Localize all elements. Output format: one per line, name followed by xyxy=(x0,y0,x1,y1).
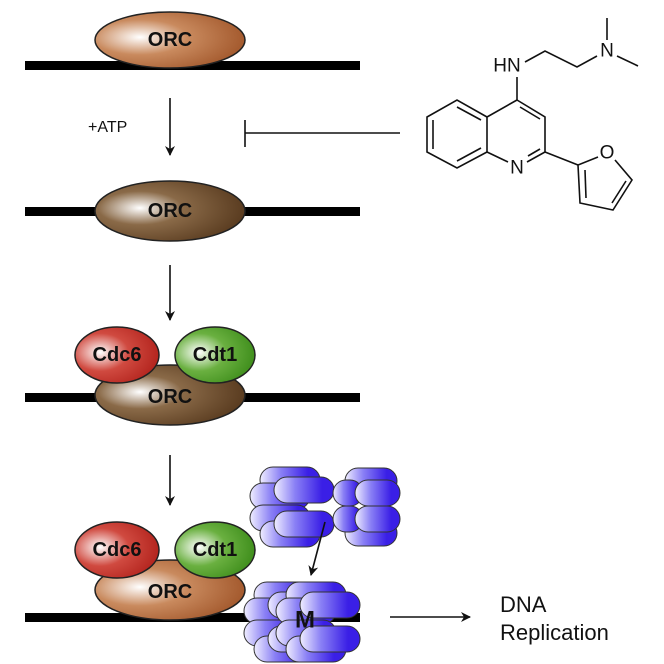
loading-arrow xyxy=(308,521,326,576)
mcm-double-hexamer: M xyxy=(244,582,360,662)
atp-label: +ATP xyxy=(88,119,127,136)
mcm-hexamer-free-open xyxy=(332,467,401,547)
inhibitor-molecule: HN N N O xyxy=(426,18,639,211)
atom-n-ring: N xyxy=(510,158,524,179)
orc-label: ORC xyxy=(148,200,192,222)
cdc6-label: Cdc6 xyxy=(93,539,142,561)
orc-label: ORC xyxy=(148,386,192,408)
atom-n-amine: N xyxy=(600,41,614,62)
cdc6-protein: Cdc6 xyxy=(74,521,160,579)
outcome-label-line1: DNA xyxy=(500,592,547,617)
orc-label: ORC xyxy=(148,29,192,51)
orc-complex-atp: ORC xyxy=(94,180,246,242)
cdc6-label: Cdc6 xyxy=(93,344,142,366)
cdc6-protein: Cdc6 xyxy=(74,326,160,384)
mcm-label: M xyxy=(295,607,315,634)
orc-complex: ORC xyxy=(94,11,246,69)
cdt1-label: Cdt1 xyxy=(193,539,237,561)
atom-hn: HN xyxy=(493,56,520,77)
cdt1-protein: Cdt1 xyxy=(174,521,256,579)
orc-label: ORC xyxy=(148,581,192,603)
outcome-label-line2: Replication xyxy=(500,620,609,645)
cdt1-protein: Cdt1 xyxy=(174,326,256,384)
cdt1-label: Cdt1 xyxy=(193,344,237,366)
inhibition-line xyxy=(244,120,400,147)
atom-o-furan: O xyxy=(600,143,615,164)
